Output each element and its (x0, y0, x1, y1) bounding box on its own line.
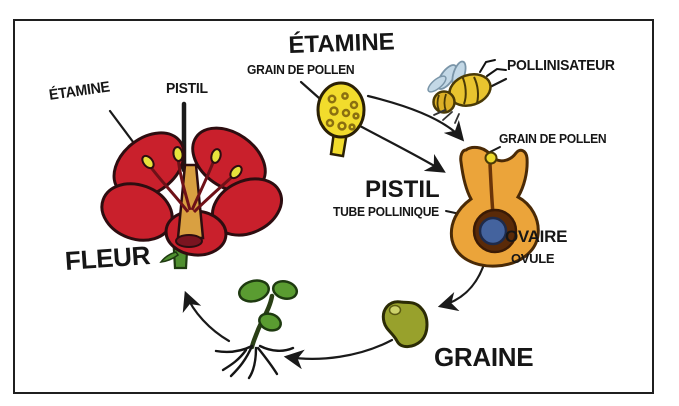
arrow-anther-to-pistil (358, 124, 446, 173)
label-pistil-heading: PISTIL (365, 176, 440, 203)
label-pollinisateur: POLLINISATEUR (507, 57, 615, 74)
arrow-pistil-to-seed (437, 265, 485, 312)
label-ovaire: OVAIRE (505, 227, 568, 246)
label-graine: GRAINE (434, 342, 534, 372)
label-grain-de-pollen-right: GRAIN DE POLLEN (499, 131, 607, 146)
label-etamine-heading: ÉTAMINE (288, 28, 396, 59)
arrow-anther-to-bee-pistil (366, 94, 465, 142)
cycle-arrows (182, 94, 485, 370)
pistil-illustration (449, 145, 540, 268)
bee-icon (427, 59, 507, 124)
label-tube-pollinique: TUBE POLLINIQUE (333, 204, 439, 219)
diagram-border (13, 19, 654, 394)
label-grain-de-pollen-top: GRAIN DE POLLEN (247, 62, 355, 77)
flower-icon (100, 126, 283, 270)
pollinisateur-pointer (488, 77, 508, 89)
ovule-shape (478, 216, 508, 246)
roots-sketch (214, 344, 295, 380)
label-ovule: OVULE (511, 251, 555, 266)
pollen-grain-on-stigma (484, 151, 498, 165)
label-fleur: FLEUR (64, 240, 152, 276)
label-pistil-flower: PISTIL (166, 80, 208, 97)
seedling-icon (214, 279, 299, 380)
arrow-seed-to-seedling (283, 338, 394, 370)
arrow-seedling-to-flower (182, 290, 231, 343)
anther-pollen-icon (316, 81, 366, 158)
seed-icon (381, 300, 429, 349)
